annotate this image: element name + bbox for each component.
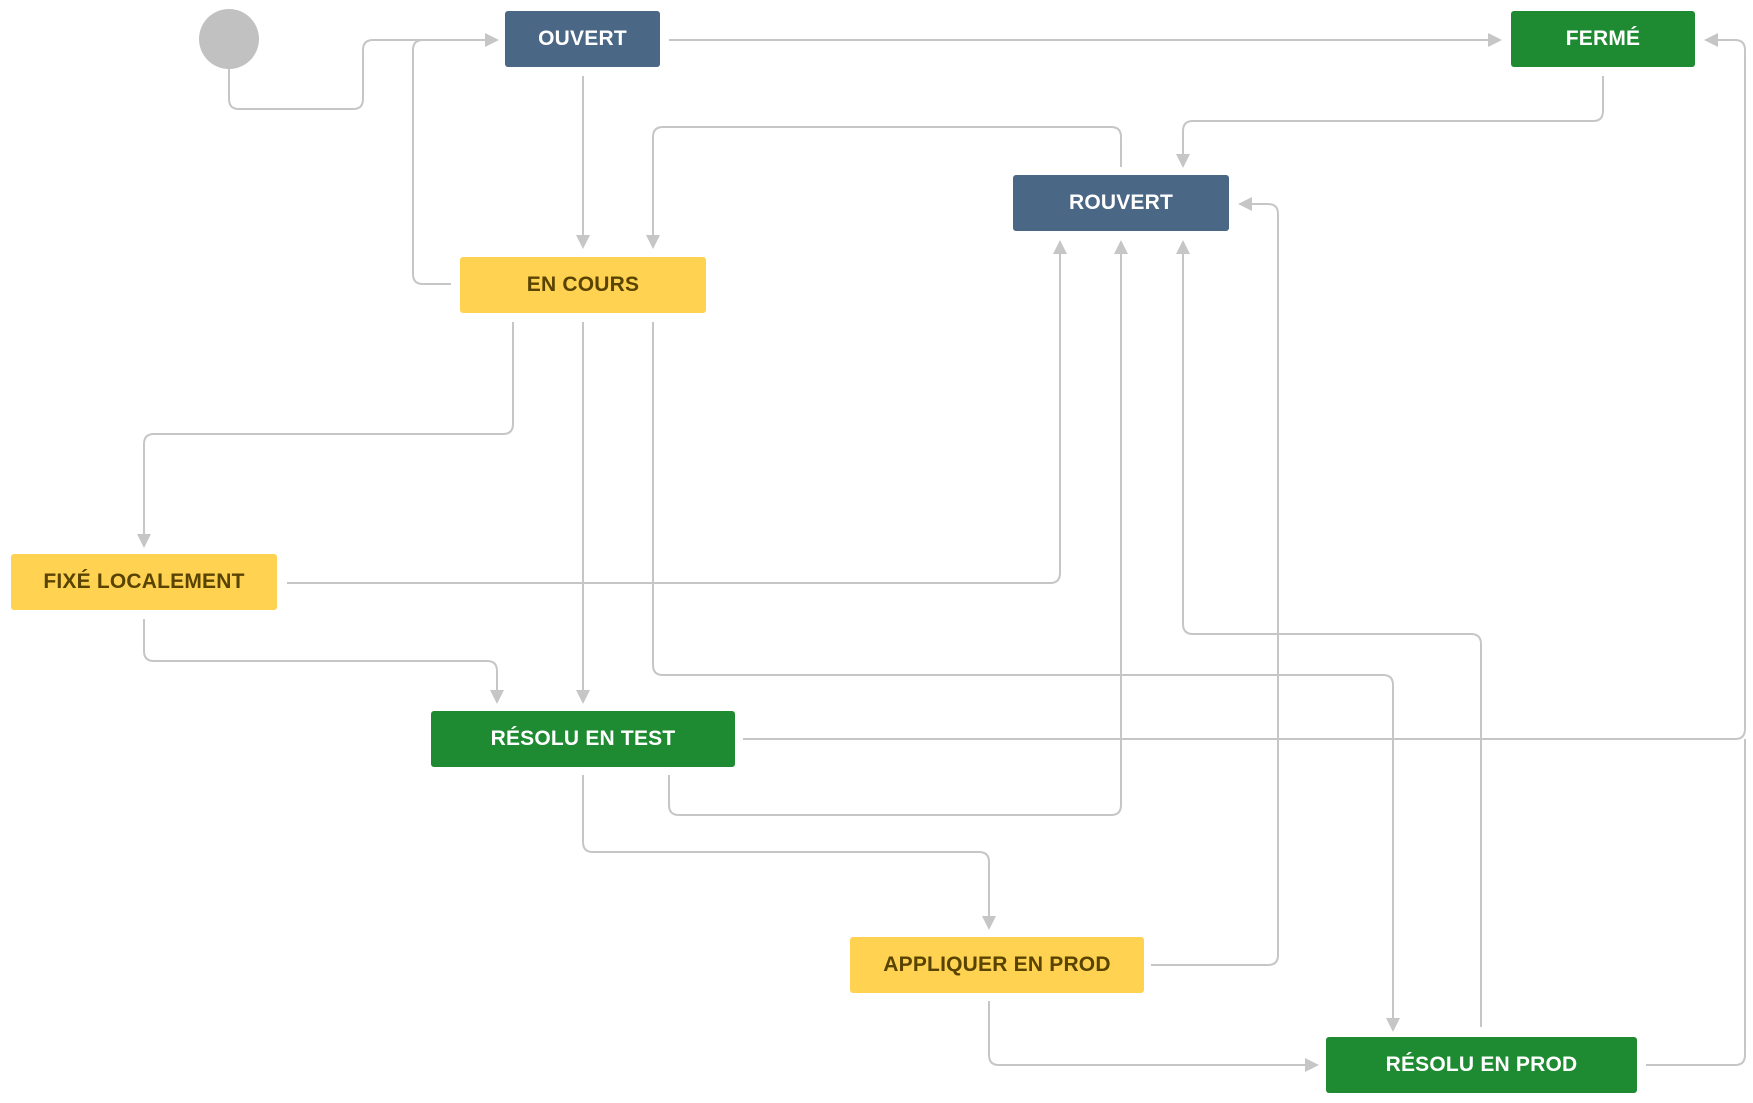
arrow-head [1386,1018,1400,1032]
arrow-head [1114,240,1128,254]
status-resolu-en-prod[interactable]: RÉSOLU EN PROD [1326,1037,1637,1093]
status-ferme[interactable]: FERMÉ [1511,11,1695,67]
arrow-head [1176,240,1190,254]
transition-resolu-en-prod-to-rouvert [1182,254,1482,1027]
arrow-head [137,534,151,548]
arrow-head [1176,154,1190,168]
arrow-head [1488,33,1502,47]
transition-en-cours-to-resolu-en-prod [652,322,1394,1018]
transition-fixe-localement-to-resolu-en-test [143,619,498,690]
arrow-head [1704,33,1718,47]
status-resolu-en-test[interactable]: RÉSOLU EN TEST [431,711,735,767]
arrow-head [982,916,996,930]
transition-resolu-en-prod-to-ferme [1646,739,1746,1066]
status-fixe-localement[interactable]: FIXÉ LOCALEMENT [11,554,277,610]
arrow-head [485,33,499,47]
transition-en-cours-to-ouvert [412,39,451,285]
arrow-head [576,690,590,704]
status-en-cours[interactable]: EN COURS [460,257,706,313]
transition-en-cours-to-fixe-localement [143,322,514,534]
status-rouvert[interactable]: ROUVERT [1013,175,1229,231]
status-ouvert[interactable]: OUVERT [505,11,660,67]
arrow-head [1238,197,1252,211]
arrow-head [576,235,590,249]
transition-rouvert-to-en-cours [652,126,1122,235]
arrow-head [490,690,504,704]
transition-resolu-en-test-to-rouvert [668,254,1122,816]
transition-start-to-ouvert [228,39,485,110]
transition-resolu-en-test-to-ferme [743,39,1746,740]
status-appliquer-en-prod[interactable]: APPLIQUER EN PROD [850,937,1144,993]
arrow-head [1305,1058,1319,1072]
transition-ferme-to-rouvert [1182,76,1604,154]
transition-appliquer-en-prod-to-resolu-en-prod [988,1001,1305,1066]
arrow-head [1053,240,1067,254]
transition-appliquer-en-prod-to-rouvert [1151,203,1279,966]
start-node [199,9,259,69]
arrow-head [646,235,660,249]
transition-resolu-en-test-to-appliquer-en-prod [582,775,990,916]
transition-fixe-localement-to-rouvert [287,254,1061,584]
